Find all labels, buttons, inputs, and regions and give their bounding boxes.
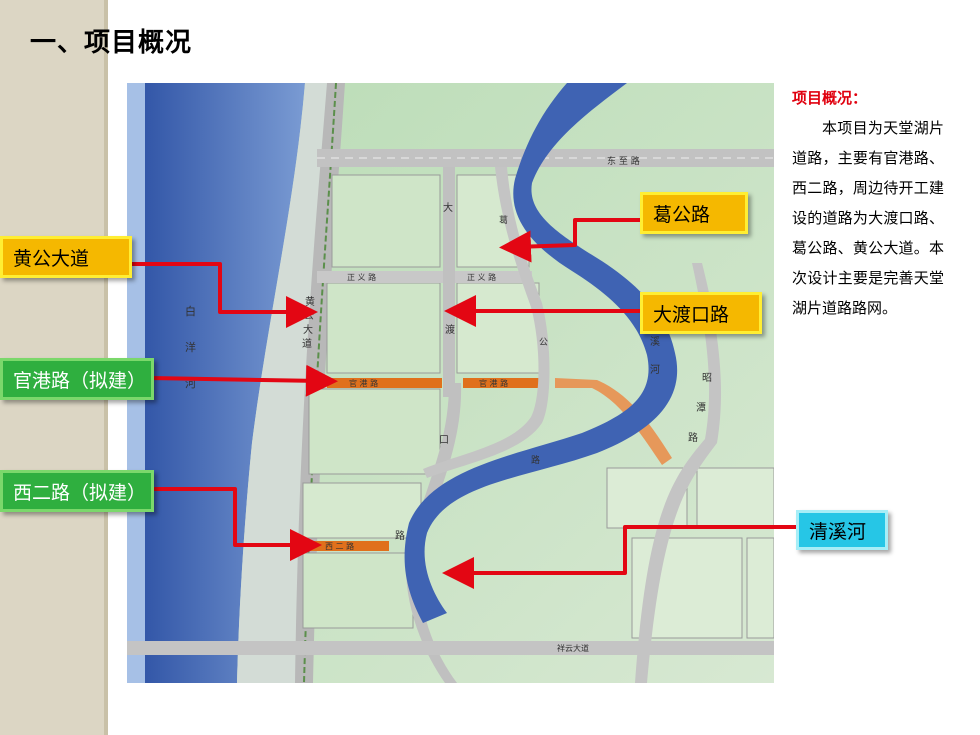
block — [326, 282, 441, 374]
huanggong-label-3: 大 — [303, 323, 313, 336]
overview-text: 本项目为天堂湖片道路，主要有官港路、西二路，周边待开工建设的道路为大渡口路、葛公… — [792, 119, 944, 317]
block — [331, 174, 441, 268]
arrow-qingxi — [442, 525, 798, 589]
xiangyun-road-shape — [127, 641, 774, 655]
dadu-label-4: 路 — [395, 529, 405, 542]
overview-heading: 项目概况： — [792, 89, 868, 107]
arrow-xier — [153, 487, 322, 561]
riverbank-strip — [237, 83, 332, 683]
zhengyi-road-label-east: 正 义 路 — [467, 272, 496, 282]
baiyang-label-3: 河 — [185, 377, 196, 390]
dadu-label-3: 口 — [439, 435, 449, 446]
block — [696, 467, 774, 529]
block — [302, 552, 414, 629]
block — [746, 537, 774, 639]
zhengyi-road-shape — [317, 271, 532, 283]
huanggong-label-4: 道 — [302, 337, 312, 350]
page-title: 一、项目概况 — [30, 28, 193, 58]
xier-road-label: 西 二 路 — [325, 541, 354, 551]
arrow-huanggong — [128, 262, 318, 328]
zhaotan-label-2: 潭 — [696, 402, 706, 414]
callout-huanggong: 黄公大道 — [0, 236, 132, 278]
dadukou-road-shape — [443, 167, 455, 397]
zhengyi-road-label-west: 正 义 路 — [347, 272, 376, 282]
dongzhi-road-label: 东 至 路 — [607, 155, 640, 167]
guangang-road-label-west: 官 港 路 — [349, 378, 378, 388]
dadu-label-2: 渡 — [445, 323, 455, 336]
arrow-gegong — [499, 218, 642, 263]
block — [308, 388, 441, 475]
ge-label-1: 葛 — [499, 214, 508, 226]
qingxi-river — [404, 83, 678, 623]
zhaotan-label-1: 昭 — [702, 372, 712, 384]
xier-road-shape — [309, 541, 389, 551]
xi-label-1: 溪 — [650, 336, 660, 348]
xi-label-2: 河 — [650, 364, 660, 376]
callout-xier: 西二路（拟建） — [0, 470, 154, 512]
callout-qingxi: 清溪河 — [796, 510, 888, 550]
baiyang-label-1: 白 — [185, 304, 196, 318]
guangang-extension — [555, 378, 672, 465]
baiyang-label-2: 洋 — [185, 340, 196, 354]
dadu-label-1: 大 — [443, 201, 453, 214]
arrow-guangang — [148, 364, 338, 397]
guangang-road-east — [463, 378, 543, 388]
callout-guangang: 官港路（拟建） — [0, 358, 154, 400]
callout-dadukou: 大渡口路 — [640, 292, 762, 334]
guangang-road-label-east: 官 港 路 — [479, 378, 508, 388]
ge-label-2: 公 — [539, 337, 548, 348]
callout-gegong: 葛公路 — [640, 192, 748, 234]
block — [302, 482, 422, 539]
zhaotan-label-3: 路 — [688, 431, 698, 444]
zhaotan-road-shape — [635, 263, 722, 683]
xiangyun-road-label: 祥云大道 — [557, 643, 589, 653]
ge-label-3: 路 — [531, 454, 540, 466]
baiyang-river — [145, 83, 305, 683]
guangang-road-west — [327, 378, 442, 388]
